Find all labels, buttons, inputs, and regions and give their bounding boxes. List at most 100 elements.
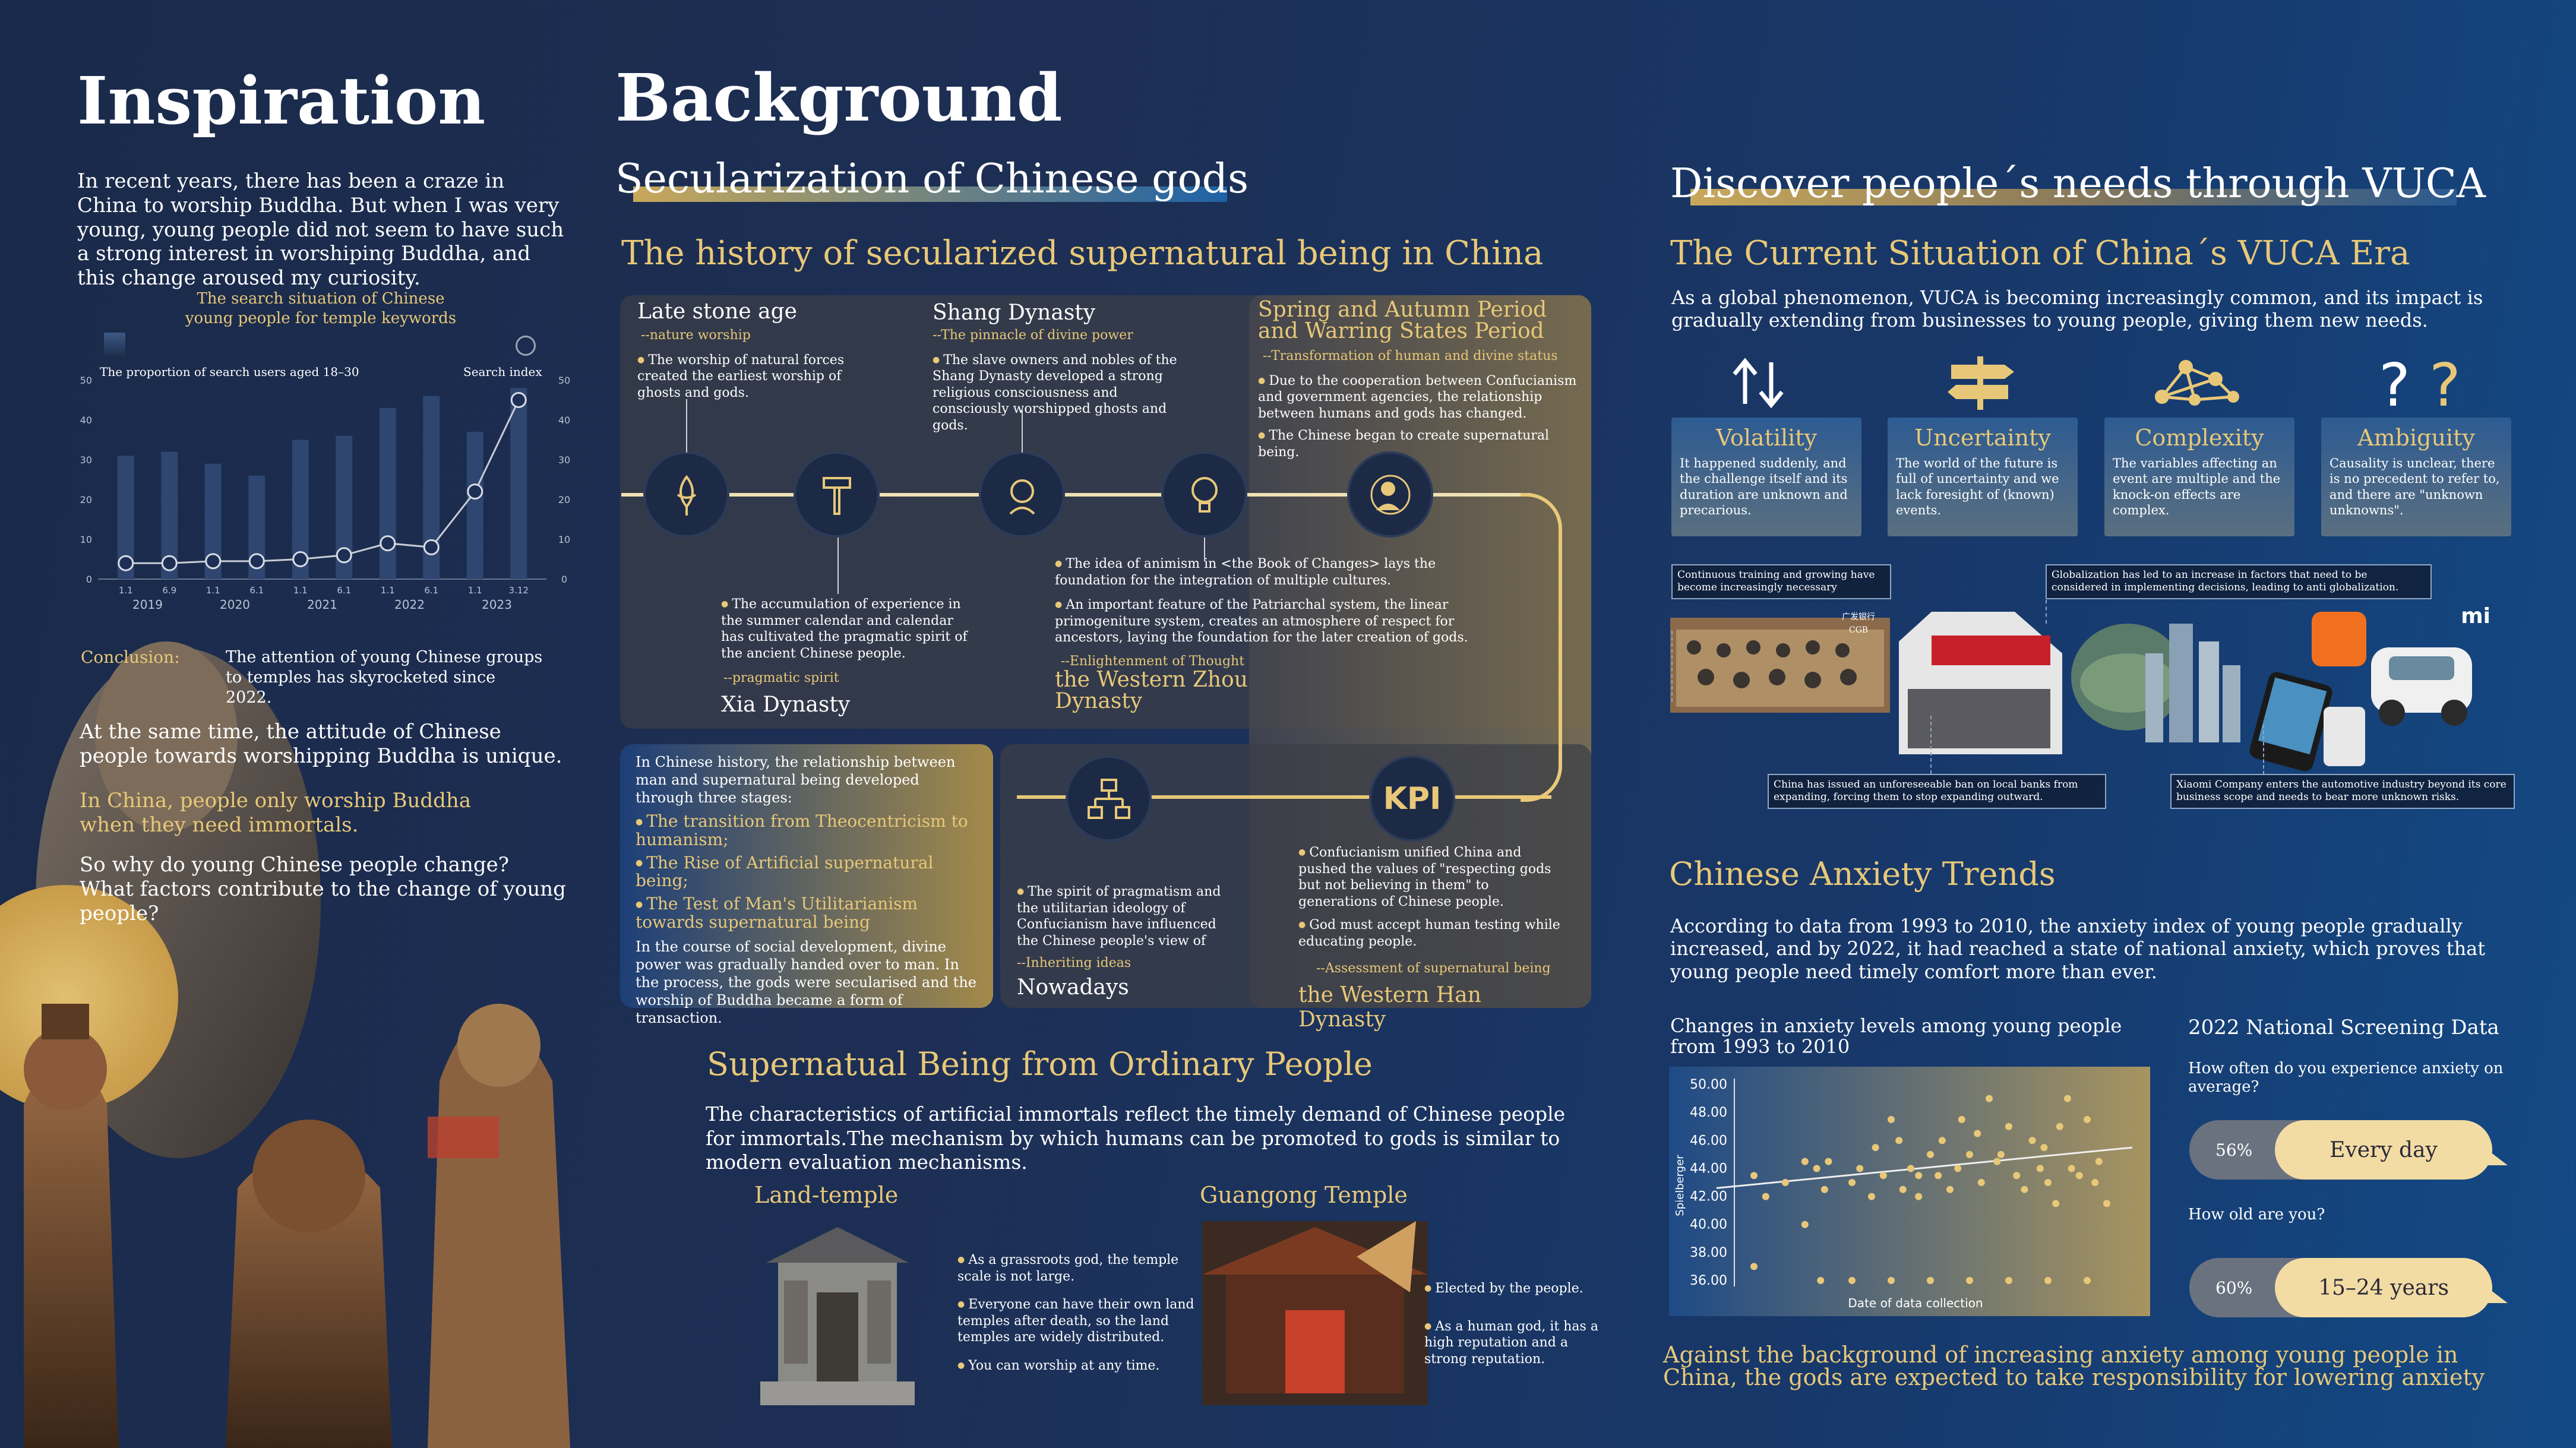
period-xia-dynasty: The accumulation of experience in the su… (721, 596, 976, 717)
period-spring-autumn: Spring and Autumn Period and Warring Sta… (1258, 299, 1591, 460)
period-shang-dynasty: Shang Dynasty --The pinnacle of divine p… (933, 301, 1188, 434)
x-tick-label: 1.1 (468, 585, 482, 596)
ordinary-title: Supernatual Being from Ordinary People (707, 1045, 1373, 1083)
connector (1204, 538, 1205, 561)
background-title: Background (615, 59, 1063, 136)
timeline-curve (1521, 493, 1562, 802)
buddha-icon (979, 451, 1065, 538)
conclusion-text: The attention of young Chinese groups to… (226, 648, 543, 707)
year-label: 2023 (482, 597, 512, 612)
answer-frequency: 56% Every day (2189, 1120, 2492, 1180)
y-tick-left: 30 (80, 454, 92, 466)
x-tick-label: 1.1 (381, 585, 395, 596)
inspiration-para3: In China, people only worship Buddha whe… (80, 789, 472, 837)
scatter-point (1872, 1144, 1879, 1152)
search-index-point (205, 553, 222, 570)
scatter-point (2084, 1115, 2091, 1123)
y-tick-left: 50 (80, 375, 92, 386)
mi-logo: mi (2461, 604, 2490, 628)
scatter-point (1813, 1165, 1820, 1172)
scatter-point (1966, 1277, 1973, 1284)
background-subtitle: Secularization of Chinese gods (615, 156, 1249, 203)
scatter-point (2005, 1277, 2012, 1284)
situation-text: As a global phenomenon, VUCA is becoming… (1671, 286, 2483, 332)
scatter-point (1762, 1193, 1769, 1200)
scatter-point (2040, 1144, 2048, 1152)
search-index-point (118, 555, 134, 571)
y-tick-left: 0 (86, 574, 92, 585)
scatter-point (2044, 1179, 2052, 1186)
arrows-up-down-icon (1728, 356, 1788, 412)
scatter-point (2064, 1095, 2071, 1102)
conclusion-label: Conclusion: (81, 647, 180, 667)
scatter-point (2036, 1165, 2044, 1172)
hierarchy-icon (1066, 755, 1152, 842)
pill-tail (2483, 1284, 2508, 1303)
note-globalization: Globalization has led to an increase in … (2046, 564, 2432, 599)
anxiety-text: According to data from 1993 to 2010, the… (1670, 915, 2486, 983)
land-temple-title: Land-temple (754, 1182, 899, 1208)
y-tick-right: 10 (558, 534, 570, 545)
connector (686, 399, 687, 453)
scatter-point (1888, 1115, 1895, 1123)
scatter-point (1825, 1158, 1832, 1165)
period-nowadays: The spirit of pragmatism and the utilita… (1017, 884, 1231, 1000)
y-tick: 40.00 (1690, 1218, 1727, 1232)
scatter-point (1958, 1115, 1965, 1123)
search-index-point (248, 553, 265, 570)
x-tick-label: 6.1 (424, 585, 438, 596)
note-connector (2263, 725, 2264, 774)
scatter-point (2091, 1179, 2099, 1186)
scatter-point (1848, 1277, 1856, 1284)
scatter-point (2075, 1172, 2083, 1180)
scatter-point (2068, 1165, 2075, 1172)
scatter-point (2084, 1277, 2091, 1284)
note-connector (1671, 631, 1673, 702)
network-icon (2150, 355, 2239, 411)
note-training: Continuous training and growing have bec… (1671, 564, 1891, 599)
scatter-point (1907, 1165, 1914, 1172)
y-tick: 48.00 (1690, 1105, 1727, 1120)
scatter-point (1986, 1095, 1993, 1102)
year-label: 2019 (132, 597, 163, 612)
question-marks-icon: ? ? (2379, 350, 2461, 420)
scatter-point (1927, 1277, 1934, 1284)
scatter-point (1820, 1185, 1828, 1193)
year-label: 2020 (220, 597, 250, 612)
inspiration-para4: So why do young Chinese people change? W… (80, 853, 566, 925)
scatter-point (1848, 1179, 1856, 1186)
scatter-title: Changes in anxiety levels among young pe… (1670, 1014, 2122, 1058)
scatter-point (1801, 1221, 1809, 1228)
scatter-background (1669, 1067, 2150, 1316)
y-tick: 46.00 (1690, 1133, 1727, 1148)
bar (379, 407, 396, 579)
bank-sign: 广发银行 CGB (1842, 612, 1875, 635)
year-label: 2022 (394, 597, 425, 612)
search-chart-title: The search situation of Chinese young pe… (185, 290, 457, 327)
scatter-point (1966, 1150, 1973, 1158)
inspiration-intro: In recent years, there has been a craze … (77, 169, 564, 290)
x-tick-label: 1.1 (293, 585, 308, 596)
closing-statement: Against the background of increasing anx… (1663, 1342, 2485, 1390)
person-target-icon (1347, 451, 1433, 538)
y-tick-left: 20 (80, 494, 92, 505)
scatter-point (1954, 1165, 1962, 1172)
scatter-point (2028, 1137, 2036, 1145)
scatter-point (1935, 1172, 1942, 1180)
land-temple-image (760, 1221, 915, 1405)
bar (510, 388, 527, 579)
scatter-point (1938, 1137, 1946, 1145)
search-index-point (292, 551, 309, 567)
signpost-icon (1945, 356, 2016, 412)
search-index-line (125, 399, 520, 564)
y-tick-right: 40 (558, 415, 570, 426)
note-connector (2046, 600, 2047, 624)
y-tick-right: 20 (558, 494, 570, 505)
kpi-icon: KPI (1369, 755, 1455, 842)
history-title: The history of secularized supernatural … (621, 234, 1544, 273)
buddha-statues-collage (0, 594, 570, 1448)
timeline-line-bottom (1017, 795, 1551, 799)
scatter-point (2044, 1277, 2052, 1284)
inspiration-para2: At the same time, the attitude of Chines… (80, 720, 562, 768)
